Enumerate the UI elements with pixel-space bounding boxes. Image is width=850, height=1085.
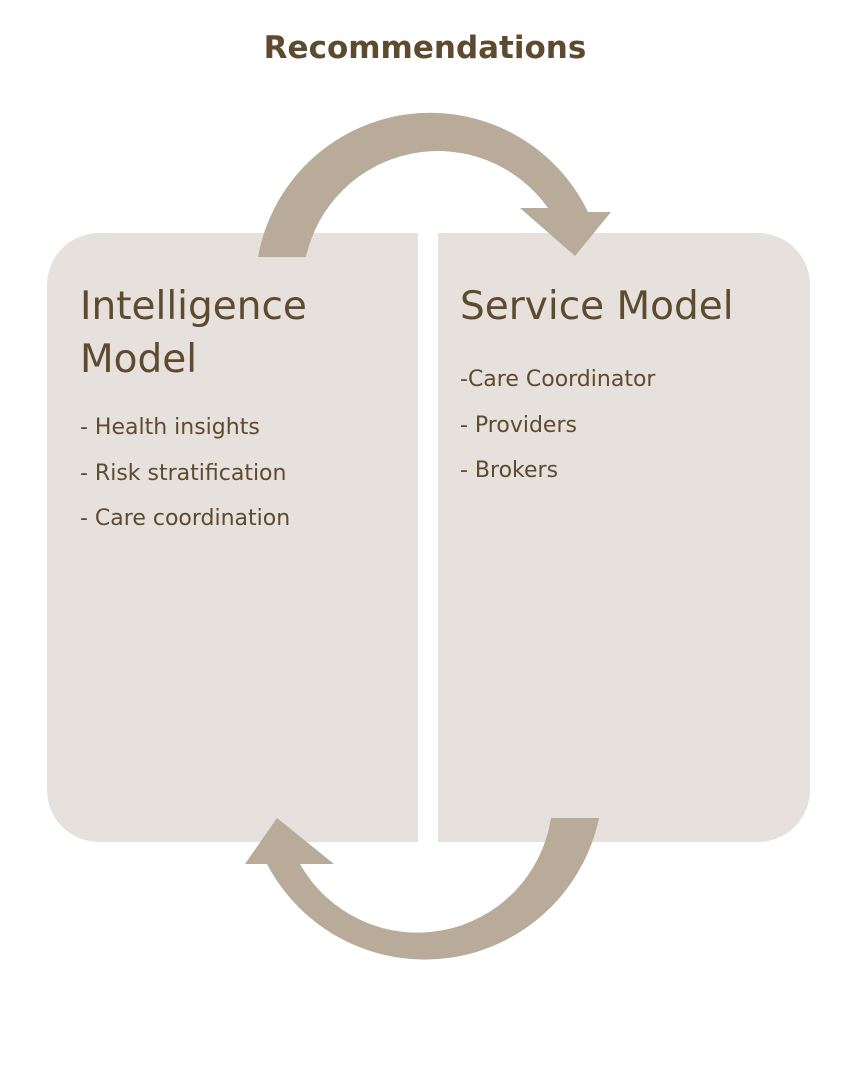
recommendations-caption: Recommendations <box>263 30 587 66</box>
service-model-list: -Care Coordinator - Providers - Brokers <box>460 357 655 494</box>
intelligence-model-item: - Risk stratification <box>80 460 287 486</box>
intelligence-model-title: Intelligence Model <box>80 284 307 382</box>
service-model-item: - Brokers <box>460 458 559 483</box>
intelligence-model-item: - Health insights <box>80 415 260 440</box>
service-model-title: Service Model <box>460 284 734 329</box>
service-model-item: - Providers <box>460 412 577 438</box>
intelligence-model-list: - Health insights - Risk stratification … <box>80 405 290 542</box>
intelligence-model-item: - Care coordination <box>80 506 291 531</box>
intelligence-model-panel: Intelligence Model - Health insights - R… <box>47 233 418 842</box>
service-model-item: -Care Coordinator <box>460 367 656 392</box>
service-model-panel: Service Model -Care Coordinator - Provid… <box>438 233 810 842</box>
